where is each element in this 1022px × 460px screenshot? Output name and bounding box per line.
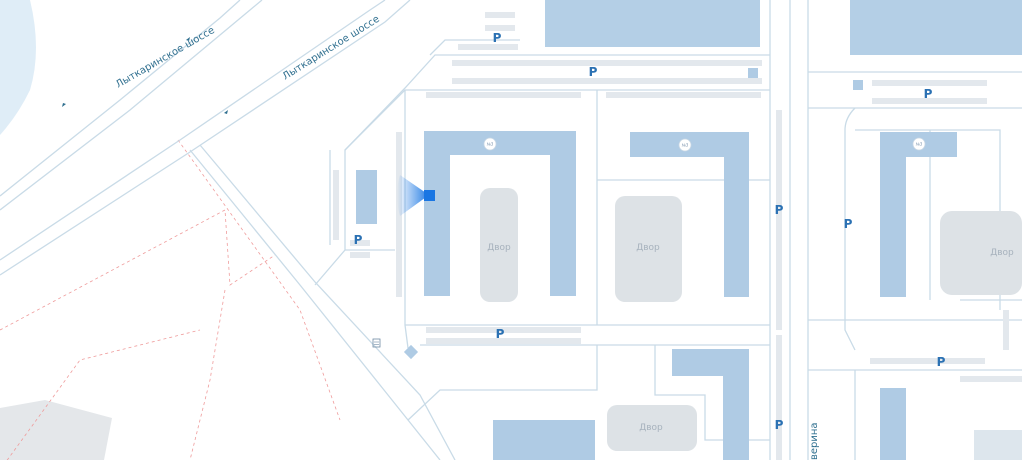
road-label-side: верина (809, 422, 820, 460)
parking-marker[interactable]: P (589, 65, 598, 79)
building-badges: №3 №3 №3 (483, 137, 926, 152)
building-number: №3 (487, 142, 494, 147)
water-area (0, 0, 36, 135)
yard (480, 188, 518, 302)
building (880, 132, 957, 297)
building-number: №3 (916, 142, 923, 147)
building (545, 0, 760, 47)
parking-marker[interactable]: P (844, 217, 853, 231)
parking-marker[interactable]: P (775, 418, 784, 432)
yard-label: Двор (487, 243, 511, 253)
yard (615, 196, 682, 302)
yard-label: Двор (636, 243, 660, 253)
building (493, 420, 595, 460)
gray-area (0, 400, 112, 460)
building-number: №3 (682, 143, 689, 148)
parking-marker[interactable]: P (493, 31, 502, 45)
building (356, 170, 377, 224)
building (672, 349, 749, 460)
parking-marker[interactable]: P (937, 355, 946, 369)
yards (480, 188, 1022, 451)
direction-arrow-icon (62, 37, 228, 114)
building (880, 388, 906, 460)
yard (607, 405, 697, 451)
building (424, 131, 576, 296)
building (403, 344, 419, 360)
parking-marker[interactable]: P (924, 87, 933, 101)
boundary-lines (0, 139, 341, 460)
yard-labels: Двор Двор Двор Двор (487, 243, 1014, 433)
yard (940, 211, 1022, 295)
parking-marker[interactable]: P (354, 233, 363, 247)
parking-marker[interactable]: P (496, 327, 505, 341)
building (850, 0, 1022, 55)
building (853, 80, 863, 90)
yard-label: Двор (639, 423, 663, 433)
service-entrance-icon (372, 338, 381, 348)
parking-markers[interactable]: P P P P P P P P P (354, 31, 946, 432)
building (974, 430, 1022, 460)
building (748, 68, 758, 78)
yard-label: Двор (990, 248, 1014, 258)
buildings (356, 0, 1022, 460)
location-marker-icon[interactable] (397, 175, 435, 216)
parking-marker[interactable]: P (775, 203, 784, 217)
building (630, 132, 749, 297)
road-label-lower: Лыткаринское шоссе (281, 14, 382, 83)
